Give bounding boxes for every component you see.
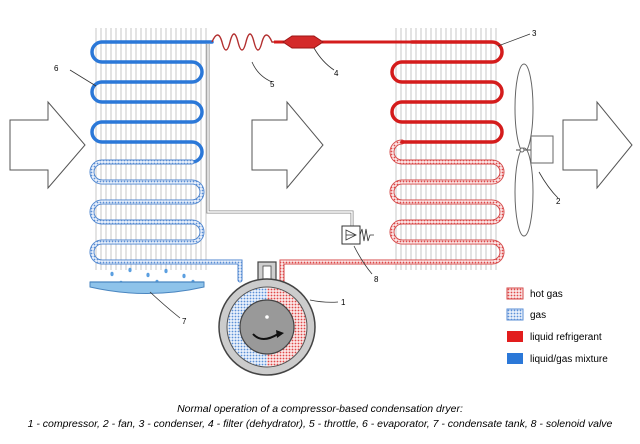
condenser-liquid-section	[390, 40, 504, 144]
figure-caption: Normal operation of a compressor-based c…	[0, 402, 640, 432]
bypass-line-inner	[207, 44, 353, 228]
airflow-arrow-right	[562, 100, 633, 190]
legend-label-liquid-gas-mixture: liquid/gas mixture	[530, 354, 608, 365]
condenser-hot-gas-section	[280, 140, 504, 284]
filter-dehydrator	[282, 35, 324, 49]
condensate-tank	[89, 281, 205, 294]
throttle-capillary	[211, 33, 278, 51]
compressor	[218, 261, 316, 376]
legend-swatch-liquid-refrigerant	[507, 331, 523, 342]
condenser-coil	[279, 40, 505, 285]
legend-swatch-liquid-gas-mixture	[507, 353, 523, 364]
heat-exchanger-fins	[95, 28, 497, 270]
callout-2: 2	[556, 197, 561, 206]
leader-lines	[69, 33, 559, 319]
callout-6: 6	[54, 64, 59, 73]
legend-label-gas: gas	[530, 310, 546, 321]
callout-8: 8	[374, 275, 379, 284]
callout-1: 1	[341, 298, 346, 307]
legend-swatch-gas	[506, 308, 524, 321]
airflow-arrow-left	[9, 100, 86, 190]
evaporator-mixture-section	[90, 40, 214, 164]
dryer-diagram: 6 5 4 3 2 8 1 7 hot gas gas liquid refri…	[9, 28, 633, 376]
airflow-arrow-middle	[251, 100, 324, 190]
evaporator-coil	[89, 40, 243, 283]
fan	[514, 63, 554, 237]
callout-7: 7	[182, 317, 187, 326]
solenoid-valve	[341, 225, 374, 245]
evaporator-gas-section	[90, 160, 242, 282]
callout-3: 3	[532, 29, 537, 38]
callout-5: 5	[270, 80, 275, 89]
legend: hot gas gas liquid refrigerant liquid/ga…	[506, 287, 608, 365]
callout-4: 4	[334, 69, 339, 78]
legend-swatch-hot-gas	[506, 287, 524, 300]
legend-label-hot-gas: hot gas	[530, 289, 563, 300]
caption-key: 1 - compressor, 2 - fan, 3 - condenser, …	[27, 418, 613, 430]
legend-label-liquid-refrigerant: liquid refrigerant	[530, 332, 602, 343]
airflow-arrows	[9, 100, 633, 190]
caption-title: Normal operation of a compressor-based c…	[177, 403, 463, 415]
